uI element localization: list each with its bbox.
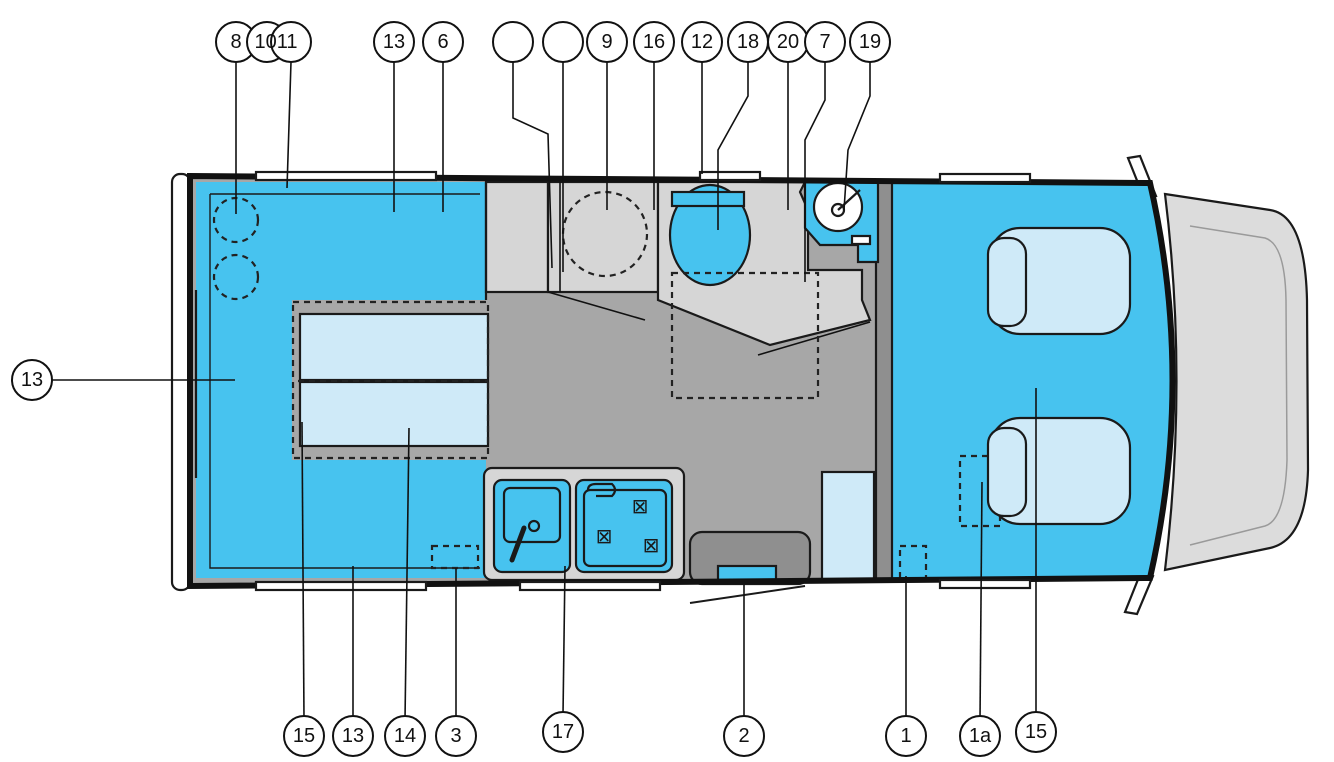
sink-tap [509, 525, 527, 563]
burner-2: ⊠ [596, 524, 613, 548]
label-13-left: 13 [11, 359, 53, 401]
hob-inner [582, 488, 668, 568]
label-15-bottom: 15 [283, 715, 325, 757]
label-3: 3 [435, 715, 477, 757]
svg-text:17: 17 [552, 721, 574, 743]
svg-text:12: 12 [691, 31, 713, 53]
seat-top [986, 226, 1132, 336]
bed-top [298, 312, 490, 382]
svg-text:1: 1 [900, 725, 911, 747]
rear-bed-zone [196, 182, 486, 578]
window-top-cab [938, 172, 1032, 184]
burner-1: ⊠ [632, 494, 649, 518]
window-top-rear [254, 170, 438, 182]
box-1 [898, 544, 928, 582]
svg-text:1a: 1a [969, 725, 992, 747]
window-bottom-mid [518, 580, 662, 592]
wardrobe [484, 180, 550, 294]
bed-bottom [298, 380, 490, 448]
svg-text:8: 8 [230, 31, 241, 53]
svg-text:19: 19 [859, 31, 881, 53]
roof-hatch-9 [561, 190, 649, 278]
svg-text:14: 14 [394, 725, 416, 747]
label-15-cab: 15 [1015, 711, 1057, 753]
label-blank-a [492, 21, 534, 63]
label-2: 2 [723, 715, 765, 757]
box-3 [430, 544, 480, 570]
toilet [668, 183, 752, 287]
kitchen-sink-bowl [502, 486, 562, 544]
svg-text:13: 13 [383, 31, 405, 53]
label-17: 17 [542, 711, 584, 753]
skylight [670, 271, 820, 400]
svg-text:16: 16 [643, 31, 665, 53]
hob-lid [586, 482, 617, 498]
svg-text:2: 2 [738, 725, 749, 747]
svg-text:13: 13 [342, 725, 364, 747]
label-13-bottom: 13 [332, 715, 374, 757]
label-10-11: 1011 [246, 21, 312, 63]
windshield [1163, 192, 1310, 572]
label-16: 16 [633, 21, 675, 63]
toilet-cistern [670, 190, 746, 208]
seat-bottom [986, 416, 1132, 526]
svg-text:15: 15 [1025, 721, 1047, 743]
svg-text:1011: 1011 [254, 31, 297, 53]
cupboard-9 [546, 180, 660, 294]
label-20: 20 [767, 21, 809, 63]
label-13-top: 13 [373, 21, 415, 63]
roof-vent-b [212, 253, 260, 301]
label-1a: 1a [959, 715, 1001, 757]
label-14: 14 [384, 715, 426, 757]
label-19: 19 [849, 21, 891, 63]
svg-text:20: 20 [777, 31, 799, 53]
svg-text:6: 6 [437, 31, 448, 53]
window-bottom-rear [254, 580, 428, 592]
label-6: 6 [422, 21, 464, 63]
tap [850, 234, 872, 246]
svg-text:13: 13 [21, 369, 43, 391]
rear-inner-line [209, 193, 480, 569]
label-blank-b [542, 21, 584, 63]
washbasin [812, 181, 864, 233]
svg-text:9: 9 [601, 31, 612, 53]
window-top-mid [698, 170, 762, 182]
svg-text:15: 15 [293, 725, 315, 747]
fridge [820, 470, 876, 582]
label-7: 7 [804, 21, 846, 63]
label-1: 1 [885, 715, 927, 757]
svg-text:3: 3 [450, 725, 461, 747]
window-bottom-cab [938, 578, 1032, 590]
burner-3: ⊠ [643, 533, 660, 557]
sink-drain [527, 519, 541, 533]
label-8: 8 [215, 21, 257, 63]
label-12: 12 [681, 21, 723, 63]
svg-text:7: 7 [819, 31, 830, 53]
hood-line [1189, 225, 1288, 546]
label-9: 9 [586, 21, 628, 63]
label-18: 18 [727, 21, 769, 63]
door-swing [689, 585, 806, 604]
outer-wall [187, 172, 1176, 590]
svg-text:18: 18 [737, 31, 759, 53]
hob [574, 478, 674, 574]
